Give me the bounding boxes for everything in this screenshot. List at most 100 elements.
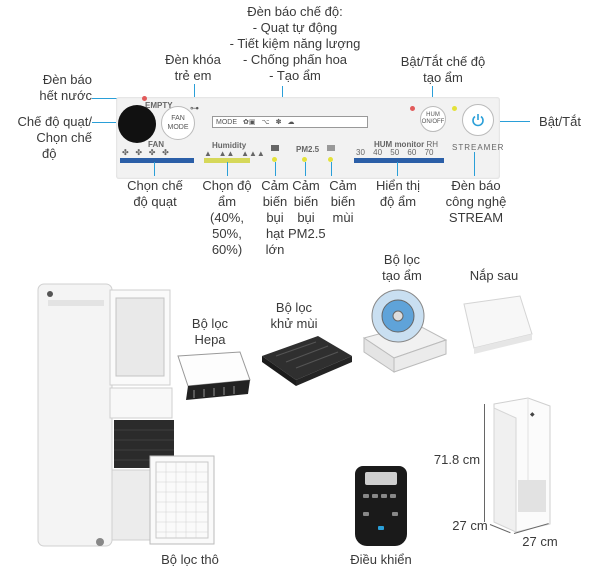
mode-text: MODE xyxy=(216,118,237,126)
scale-50: 50 xyxy=(390,148,400,157)
power-icon xyxy=(472,114,484,127)
coarse-filter-label: Bộ lọc thô xyxy=(161,552,219,567)
mode-item-eco: - Tiết kiệm năng lượng xyxy=(229,36,361,51)
leader-line xyxy=(227,162,228,176)
remote-screen xyxy=(365,472,397,485)
fan-icons: ✤ ✤ ✤ ✤ xyxy=(122,148,169,157)
power-button[interactable] xyxy=(462,104,494,136)
fan-mode-line1: Chế độ quạt/ xyxy=(17,114,92,129)
fan-text: FAN xyxy=(148,140,164,149)
humidity-display-line1: Hiển thị xyxy=(375,178,421,193)
hum-onoff-label: Bật/Tắt chế độ tạo ẩm xyxy=(388,54,498,86)
child-lock-icon: ⊶ xyxy=(190,103,199,113)
scale-30: 30 xyxy=(356,148,365,157)
mode-indicator-label: Đèn báo chế độ: - Quạt tự động - Tiết ki… xyxy=(215,4,375,84)
humidity-select-line1: Chọn độ xyxy=(202,178,252,193)
remote-button xyxy=(363,494,369,498)
leader-line xyxy=(154,162,155,176)
back-cover-image xyxy=(463,295,533,354)
pm25-line2: biến xyxy=(293,194,319,209)
large-dust-line2: biến xyxy=(262,194,288,209)
large-dust-line4: hạt xyxy=(265,226,285,241)
remote-button xyxy=(378,526,384,530)
scale-70: 70 xyxy=(424,148,434,157)
hum-monitor-label: HUM monitor xyxy=(374,140,425,149)
leader-line xyxy=(305,162,306,176)
large-dust-led xyxy=(272,157,277,162)
deodor-filter-image xyxy=(262,336,352,386)
fan-mode-button[interactable]: FAN MODE xyxy=(161,106,195,140)
fan-select-line1: Chọn chế xyxy=(127,178,183,193)
hum-onoff-line2: tạo ẩm xyxy=(423,70,463,85)
pm25-led xyxy=(302,157,307,162)
leader-line xyxy=(194,84,195,102)
rh-label: RH xyxy=(426,140,439,149)
power-label: Bật/Tắt xyxy=(539,114,581,129)
humidity-select-line4: 50%, xyxy=(212,226,242,241)
hum-onoff-button[interactable]: HUM ON/OFF xyxy=(420,106,446,132)
hepa-line2: Hepa xyxy=(194,332,226,347)
width-label: 27 cm xyxy=(522,534,558,549)
odor-line2: biến xyxy=(330,194,356,209)
fan-select-line2: độ quạt xyxy=(133,194,177,209)
odor-line3: mùi xyxy=(332,210,354,225)
hum-btn-line1: HUM xyxy=(426,112,440,118)
large-dust-line5: lớn xyxy=(265,242,285,257)
depth-label: 27 cm xyxy=(452,518,488,533)
odor-led xyxy=(328,157,333,162)
humidity-display-line2: độ ẩm xyxy=(379,194,417,209)
hum-monitor-bar xyxy=(354,158,444,163)
hepa-filter-image xyxy=(177,351,251,400)
humidity-text: Humidity xyxy=(212,141,247,150)
fan-mode-line2: Chọn chế xyxy=(36,130,92,145)
humidifier-filter-image xyxy=(362,289,448,373)
streamer-line3: STREAM xyxy=(448,210,504,225)
large-dust-line3: bụi xyxy=(266,210,284,225)
svg-text:◆: ◆ xyxy=(530,412,535,418)
streamer-line2: công nghệ xyxy=(445,194,507,209)
hum-led xyxy=(410,106,415,111)
back-cover-label: Nắp sau xyxy=(469,268,519,283)
purifier-dimension-image: ◆ xyxy=(493,397,551,533)
child-lock-label: Đèn khóa trẻ em xyxy=(158,52,228,84)
leader-line xyxy=(494,121,530,122)
pm25-line1: Cảm xyxy=(292,178,320,193)
mode-indicator-bar: MODE ✿▣ ⌥ ✽ ☁ xyxy=(212,116,368,128)
large-dust-line1: Cảm xyxy=(261,178,289,193)
odor-icon xyxy=(327,145,335,151)
mode-title: Đèn báo chế độ: xyxy=(247,4,343,19)
auto-fan-icon: ✿▣ xyxy=(243,119,256,126)
streamer-led xyxy=(452,106,457,111)
height-label: 71.8 cm xyxy=(433,452,481,467)
eco-icon: ⌥ xyxy=(261,119,270,126)
mode-item-humidify: - Tạo ẩm xyxy=(269,68,321,83)
remote-button xyxy=(381,494,387,498)
streamer-line1: Đèn báo xyxy=(451,178,501,193)
humidity-level-bar xyxy=(204,158,250,163)
pm25-text: PM2.5 xyxy=(296,145,320,154)
hepa-label: Bộ lọc Hepa xyxy=(180,316,240,348)
child-lock-line1: Đèn khóa xyxy=(165,52,221,67)
humidity-display-label: Hiển thị độ ẩm xyxy=(366,178,430,210)
remote-button xyxy=(363,512,369,516)
leader-line xyxy=(331,162,332,176)
fan-btn-line2: MODE xyxy=(167,124,189,131)
fan-mode-dial[interactable] xyxy=(118,105,156,143)
pm25-line3: bụi xyxy=(297,210,315,225)
mode-item-auto: - Quạt tự động xyxy=(252,20,338,35)
water-empty-line2: hết nước xyxy=(39,88,92,103)
leader-line xyxy=(474,152,475,176)
large-dust-label: Cảm biến bụi hạt lớn xyxy=(258,178,292,258)
humidify-icon: ☁ xyxy=(287,119,295,126)
odor-label: Cảm biến mùi xyxy=(326,178,360,226)
coarse-filter-image xyxy=(149,455,215,545)
hum-monitor-text: HUM monitor RH xyxy=(374,140,438,149)
deodor-line2: khử mùi xyxy=(270,316,318,331)
fan-mode-label: Chế độ quạt/ Chọn chế độ xyxy=(4,114,92,162)
streamer-text: STREAMER xyxy=(452,143,505,152)
leader-line xyxy=(397,162,398,176)
water-empty-label: Đèn báo hết nước xyxy=(34,72,92,104)
scale-60: 60 xyxy=(407,148,417,157)
hum-btn-line2: ON/OFF xyxy=(421,119,445,125)
remote-button xyxy=(372,494,378,498)
